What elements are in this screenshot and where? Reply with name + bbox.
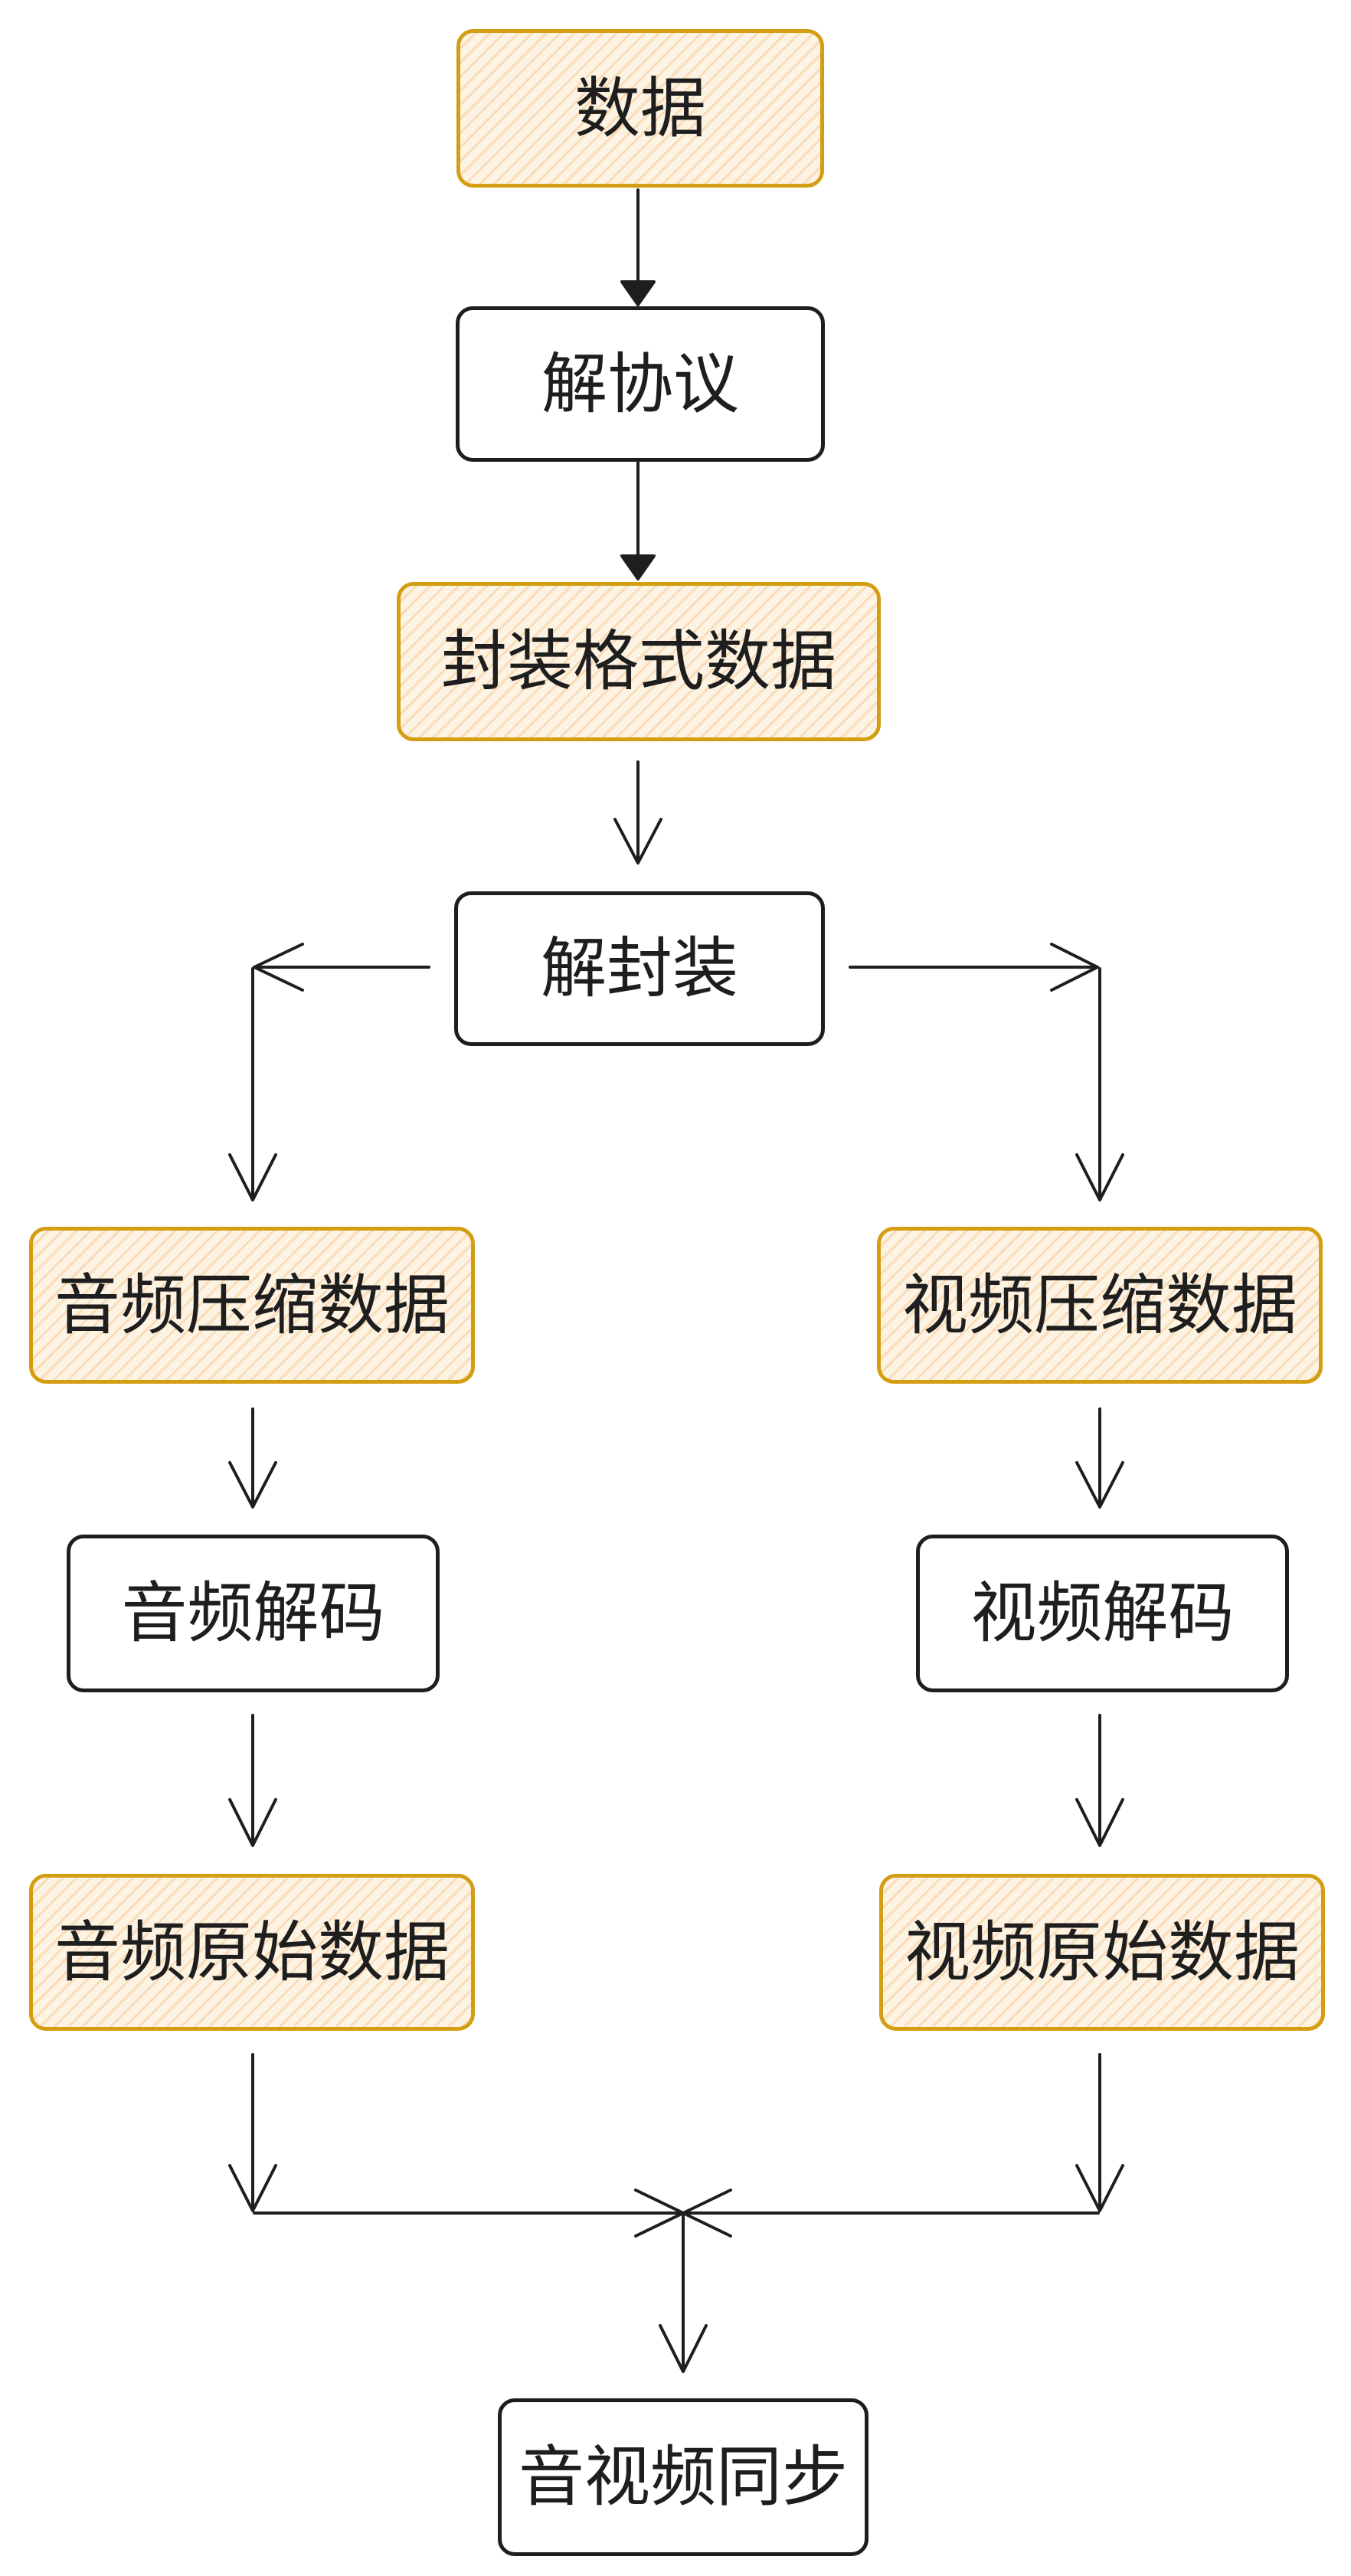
- node-label: 解协议: [541, 345, 739, 423]
- arrow-demux-to-left: [253, 943, 430, 992]
- node-container-data: 封装格式数据: [397, 582, 881, 741]
- arrow-merge-to-sync: [659, 2213, 708, 2373]
- arrow-left-to-audio-compressed: [228, 967, 277, 1201]
- arrow-video-raw-down: [1075, 2053, 1124, 2212]
- node-label: 音频压缩数据: [54, 1267, 450, 1344]
- arrow-right-to-video-compressed: [1075, 967, 1124, 1201]
- arrow-data-to-unprotocol: [620, 188, 656, 306]
- arrow-merge-from-right: [682, 2189, 1100, 2238]
- node-demux: 解封装: [454, 891, 825, 1046]
- node-av-sync: 音视频同步: [498, 2398, 869, 2556]
- arrow-video-decode-to-raw: [1075, 1714, 1124, 1847]
- node-label: 音频原始数据: [54, 1914, 450, 1991]
- node-label: 视频压缩数据: [902, 1267, 1297, 1344]
- node-unprotocol: 解协议: [456, 306, 825, 462]
- node-audio-compressed: 音频压缩数据: [29, 1227, 475, 1384]
- arrow-unprotocol-to-container: [620, 461, 656, 580]
- node-video-compressed: 视频压缩数据: [877, 1227, 1323, 1384]
- node-data: 数据: [456, 29, 824, 188]
- arrow-video-compressed-to-decode: [1075, 1407, 1124, 1509]
- node-label: 音频解码: [121, 1575, 385, 1652]
- arrow-audio-compressed-to-decode: [228, 1407, 277, 1509]
- arrow-demux-to-right: [849, 943, 1099, 992]
- node-label: 视频解码: [970, 1575, 1235, 1652]
- node-label: 解封装: [541, 930, 738, 1007]
- node-audio-decode: 音频解码: [67, 1535, 440, 1692]
- node-label: 数据: [574, 70, 706, 147]
- arrow-audio-decode-to-raw: [228, 1714, 277, 1847]
- node-audio-raw: 音频原始数据: [29, 1874, 475, 2031]
- arrow-container-to-demux: [613, 760, 662, 865]
- arrow-merge-from-left: [253, 2189, 685, 2238]
- node-label: 封装格式数据: [441, 623, 836, 700]
- node-video-decode: 视频解码: [916, 1535, 1289, 1692]
- node-video-raw: 视频原始数据: [879, 1874, 1325, 2031]
- node-label: 音视频同步: [518, 2439, 848, 2516]
- arrow-audio-raw-down: [228, 2053, 277, 2212]
- node-label: 视频原始数据: [904, 1914, 1300, 1991]
